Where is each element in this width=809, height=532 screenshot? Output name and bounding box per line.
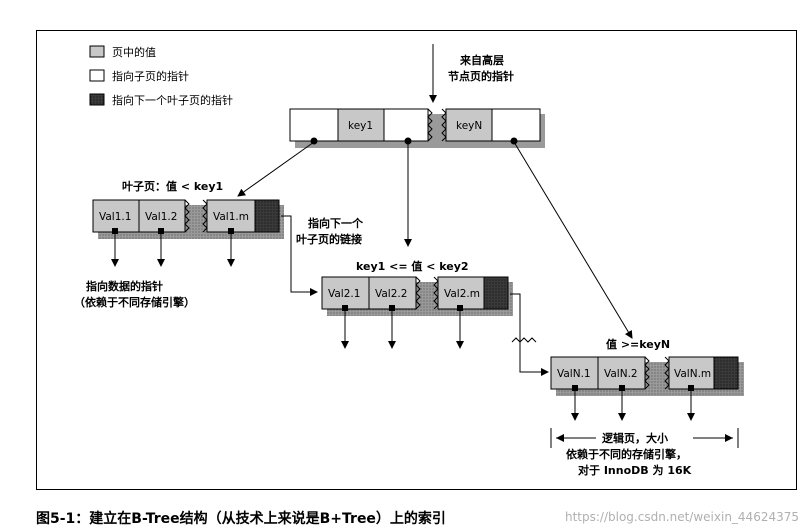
legend-next-leaf-label: 指向下一个叶子页的指针 (112, 93, 233, 107)
data-pointer-label-1: 指向数据的指针 (86, 279, 163, 293)
data-pointer-label-2: （依赖于不同存储引擎） (74, 295, 195, 309)
leaf1-val1: Val1.1 (99, 211, 131, 223)
logical-page-label-2: 依赖于不同的存储引擎， (566, 447, 687, 461)
leaf-page-1: Val1.1 Val1.2 Val1.m (92, 199, 284, 267)
leaf2-val1: Val2.1 (328, 288, 360, 300)
next-leaf-link-2 (510, 293, 549, 376)
legend-value-swatch (89, 45, 105, 58)
legend-value-label: 页中的值 (112, 45, 156, 59)
watermark: https://blog.csdn.net/weixin_44624375 (564, 510, 799, 524)
next-leaf-label-1: 指向下一个 (308, 216, 364, 230)
logical-page-bracket (550, 428, 739, 448)
legend-child-pointer-swatch (89, 69, 105, 82)
legend-next-leaf-swatch (89, 93, 105, 106)
leafN-val1: ValN.1 (557, 368, 591, 380)
legend-child-pointer-label: 指向子页的指针 (112, 69, 189, 83)
next-leaf-link-1 (281, 215, 318, 296)
root-key1: key1 (348, 120, 373, 132)
leafN-val2: ValN.2 (604, 368, 638, 380)
leaf-page-2: Val2.1 Val2.2 Val2.m (321, 276, 513, 349)
leafN-valm: ValN.m (674, 368, 711, 380)
next-leaf-label-2: 叶子页的链接 (296, 232, 362, 246)
logical-page-label-3: 对于 InnoDB 为 16K (578, 463, 692, 477)
figure-caption: 图5-1：建立在B-Tree结构（从技术上来说是B+Tree）上的索引 (36, 511, 446, 527)
leaf2-val2: Val2.2 (375, 288, 407, 300)
from-upper-label-1: 来自高层 (459, 53, 504, 67)
logical-page-label-1: 逻辑页，大小 (602, 431, 668, 445)
leaf2-condition: key1 <= 值 < key2 (356, 259, 469, 273)
root-node: key1 keyN (289, 108, 545, 148)
leaf1-valm: Val1.m (213, 211, 249, 223)
leaf2-valm: Val2.m (444, 288, 480, 300)
legend: 页中的值 指向子页的指针 指向下一个叶子页的指针 (89, 45, 233, 107)
leafN-condition: 值 >=keyN (606, 337, 670, 351)
from-upper-label-2: 节点页的指针 (448, 69, 514, 83)
root-keyN: keyN (456, 120, 482, 132)
leaf1-condition: 叶子页：值 < key1 (122, 179, 223, 193)
leaf-page-N: ValN.1 ValN.2 ValN.m (550, 356, 744, 421)
leaf1-val2: Val1.2 (145, 211, 177, 223)
break-mark (511, 337, 537, 343)
diagram-frame (36, 30, 797, 490)
